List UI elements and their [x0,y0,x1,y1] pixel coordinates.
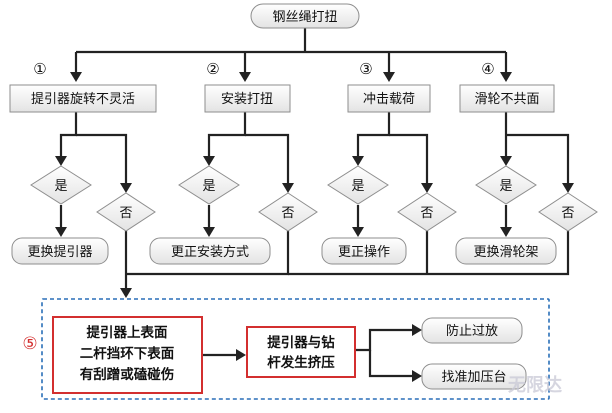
cause-box-1: 提引器旋转不灵活 [9,84,157,113]
action-box-2: 找准加压台 [421,363,527,390]
bottom-effect-line-2: 杆发生挤压 [267,354,335,371]
no-label-1: 否 [119,206,132,221]
cause-box-2: 安装打扭 [204,84,291,113]
fix-box-2: 更正安装方式 [149,237,271,265]
arrowheads [55,72,574,382]
fix-box-4: 更换滑轮架 [455,237,557,265]
no-diamond-3: 否 [397,192,457,232]
bottom-cause-box: 提引器上表面 二杆挡环下表面 有刮蹭或磕碰伤 [52,316,203,394]
action-box-1: 防止过放 [421,317,523,344]
branch-2-marker: ② [206,60,219,78]
cause-label-3: 冲击载荷 [363,92,415,107]
action-label-2: 找准加压台 [441,370,506,385]
yes-label-1: 是 [54,179,67,194]
bottom-cause-line-2: 二杆挡环下表面 [80,345,175,362]
no-diamond-1: 否 [96,192,156,232]
no-label-2: 否 [281,206,294,221]
branch-3-marker: ③ [359,60,372,78]
connector-lines [59,25,570,378]
bottom-section-frame [41,298,550,400]
yes-diamond-2: 是 [178,165,240,205]
cause-box-4: 滑轮不共面 [459,84,555,113]
fix-label-2: 更正安装方式 [171,244,249,260]
no-diamond-2: 否 [258,192,318,232]
cause-box-3: 冲击载荷 [347,84,431,113]
cause-label-4: 滑轮不共面 [474,92,539,107]
yes-label-2: 是 [202,179,215,194]
fix-box-1: 更换提引器 [11,237,109,265]
yes-diamond-1: 是 [30,165,92,205]
no-label-4: 否 [561,206,574,221]
yes-diamond-4: 是 [475,165,537,205]
action-label-1: 防止过放 [446,323,498,339]
yes-label-4: 是 [499,179,512,194]
branch-5-marker: ⑤ [22,334,37,354]
yes-diamond-3: 是 [327,165,389,205]
bottom-effect-box: 提引器与钻 杆发生挤压 [246,326,356,378]
fix-label-1: 更换提引器 [27,244,92,260]
fix-box-3: 更正操作 [321,237,407,265]
bottom-cause-line-1: 提引器上表面 [87,324,168,341]
cause-label-1: 提引器旋转不灵活 [31,91,135,107]
bottom-cause-line-3: 有刮蹭或磕碰伤 [80,366,175,383]
branch-1-marker: ① [33,60,46,78]
yes-label-3: 是 [351,179,364,194]
bottom-effect-line-1: 提引器与钻 [267,334,335,351]
watermark-text: 无限达 [508,374,562,396]
no-label-3: 否 [420,206,433,221]
fix-label-4: 更换滑轮架 [473,245,538,260]
no-diamond-4: 否 [538,192,598,232]
root-label: 钢丝绳打扭 [272,10,337,25]
branch-4-marker: ④ [481,60,494,78]
root-node: 钢丝绳打扭 [250,3,360,29]
cause-label-2: 安装打扭 [221,92,273,107]
fix-label-3: 更正操作 [338,244,390,260]
